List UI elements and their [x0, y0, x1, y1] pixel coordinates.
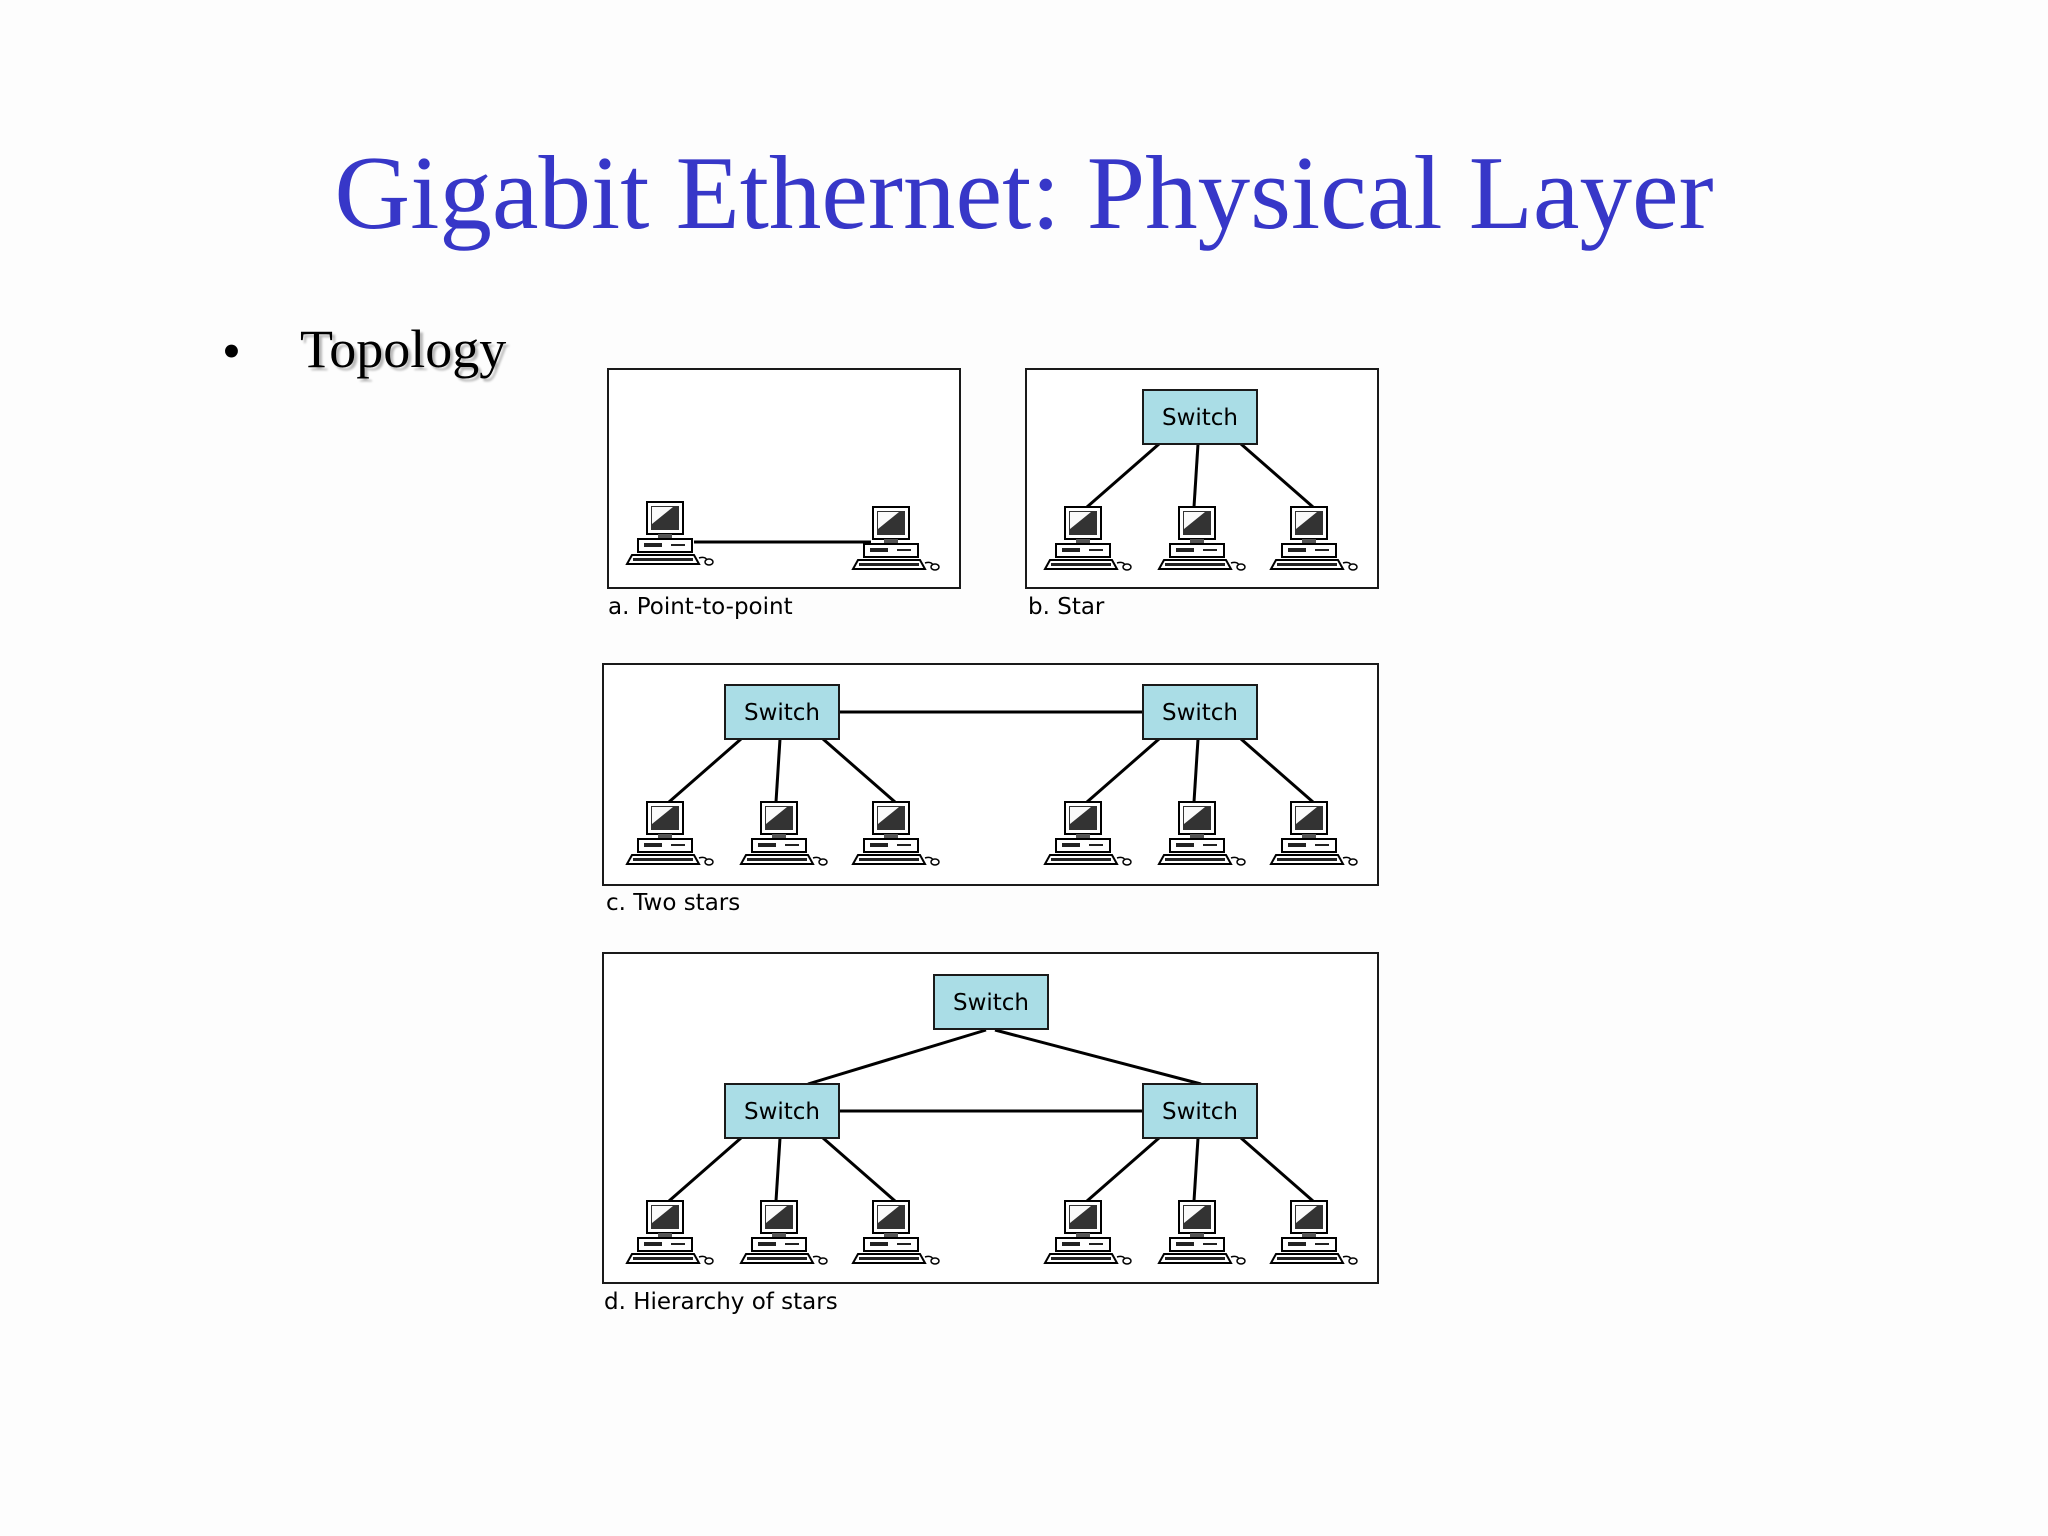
- star-link-right: [1240, 442, 1314, 509]
- hierarchy-left-switch-box: [724, 1083, 840, 1139]
- star-link-left: [1086, 442, 1160, 509]
- topology-two-stars-frame: [602, 663, 1379, 886]
- two-stars-right-link-middle: [1192, 738, 1200, 803]
- hierarchy-left-link-right: [822, 1136, 896, 1203]
- hierarchy-link-left: [807, 1028, 987, 1086]
- hierarchy-left-link-left: [668, 1136, 742, 1203]
- topology-star-caption: b. Star: [1028, 594, 1105, 620]
- two-stars-right-link-right: [1240, 737, 1314, 804]
- two-stars-right-link-left: [1086, 737, 1160, 804]
- topology-hierarchy-of-stars-caption: d. Hierarchy of stars: [604, 1289, 838, 1315]
- hierarchy-right-link-right: [1240, 1136, 1314, 1203]
- topology-two-stars: c. Two stars Switch Switch: [602, 663, 1379, 916]
- star-switch-box: [1142, 389, 1258, 445]
- two-stars-right-switch: Switch: [1142, 684, 1258, 740]
- two-stars-left-link-middle: [774, 738, 782, 803]
- hierarchy-left-link-middle: [774, 1137, 782, 1202]
- topology-two-stars-caption: c. Two stars: [606, 890, 740, 916]
- two-stars-left-switch-box: [724, 684, 840, 740]
- hierarchy-top-switch-label: Switch: [953, 990, 1029, 1016]
- two-stars-right-switch-box: [1142, 684, 1258, 740]
- topology-star: b. Star Switch: [1025, 368, 1379, 620]
- star-link-middle: [1192, 443, 1200, 508]
- star-switch-label: Switch: [1162, 405, 1238, 431]
- topology-point-to-point: a. Point-to-point: [607, 368, 961, 620]
- two-stars-left-link-left: [668, 737, 742, 804]
- two-stars-right-switch-label: Switch: [1162, 700, 1238, 726]
- two-stars-left-link-right: [822, 737, 896, 804]
- hierarchy-top-switch: Switch: [933, 974, 1049, 1030]
- hierarchy-right-switch-box: [1142, 1083, 1258, 1139]
- hierarchy-left-switch: Switch: [724, 1083, 840, 1139]
- two-stars-left-switch: Switch: [724, 684, 840, 740]
- hierarchy-right-link-middle: [1192, 1137, 1200, 1202]
- hierarchy-top-switch-box: [933, 974, 1049, 1030]
- hierarchy-right-switch: Switch: [1142, 1083, 1258, 1139]
- star-switch: Switch: [1142, 389, 1258, 445]
- two-stars-left-switch-label: Switch: [744, 700, 820, 726]
- hierarchy-right-switch-label: Switch: [1162, 1099, 1238, 1125]
- hierarchy-right-link-left: [1086, 1136, 1160, 1203]
- hierarchy-link-right: [994, 1028, 1202, 1086]
- bullet-marker: •: [222, 321, 241, 381]
- bullet-topology: Topology: [300, 319, 507, 379]
- topology-point-to-point-caption: a. Point-to-point: [608, 594, 793, 620]
- hierarchy-left-switch-label: Switch: [744, 1099, 820, 1125]
- slide-title: Gigabit Ethernet: Physical Layer: [334, 134, 1714, 251]
